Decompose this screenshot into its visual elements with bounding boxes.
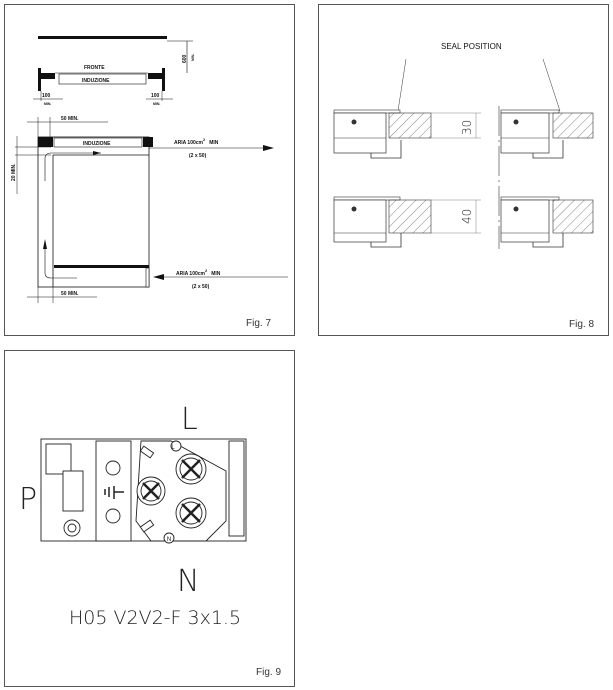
dim-600-min: MIN. (191, 54, 195, 61)
dim-20: 20 MIN. (11, 163, 17, 181)
fig-8-caption: Fig. 8 (569, 319, 594, 330)
figure-7-ventilation-diagram: 600 MIN. FRONTE INDUZIONE 100 MIN. 100 M… (4, 4, 295, 336)
aria-out-label: ARIA 100cm2MIN (174, 137, 219, 146)
svg-text:MIN.: MIN. (153, 102, 160, 106)
terminal-l-mark: L (171, 445, 175, 451)
figure-8-seal-position: SEAL POSITION 30 40 (318, 4, 609, 336)
dim-600: 600 (182, 54, 188, 63)
svg-text:(2 x 50): (2 x 50) (189, 153, 207, 159)
seal-position-label: SEAL POSITION (441, 42, 502, 51)
seal-drawing: SEAL POSITION 30 40 (333, 42, 594, 330)
figure-9-terminal-block: L PE N H05 V2V2-F 3x1.5 L N Fig. 9 (4, 350, 295, 687)
aria-in-label: ARIA 100cm2MIN (176, 268, 221, 277)
terminal-block (40, 438, 247, 544)
svg-text:MIN.: MIN. (44, 102, 51, 106)
dim-50-top: 50 MIN. (61, 116, 79, 122)
fig-7-caption: Fig. 7 (246, 318, 271, 329)
dim-30: 30 (460, 120, 474, 135)
dim-40: 40 (460, 209, 474, 224)
ground-symbol-icon (104, 486, 124, 499)
fig-9-caption: Fig. 9 (256, 667, 281, 678)
live-label: L (181, 402, 198, 437)
cable-spec: H05 V2V2-F 3x1.5 (69, 607, 241, 629)
section-30-left: 30 (333, 109, 481, 159)
induzione-top-label: INDUZIONE (82, 78, 110, 84)
terminal-block-drawing: L PE N H05 V2V2-F 3x1.5 L N Fig. 9 (19, 402, 281, 678)
dim-50-bottom: 50 MIN. (61, 291, 79, 297)
svg-text:(2 x 50): (2 x 50) (192, 284, 210, 290)
dim-100-left: 100 (42, 93, 51, 99)
terminal-n-mark: N (167, 537, 171, 543)
section-30-right (500, 109, 594, 159)
neutral-label: N (177, 564, 199, 599)
induzione-side-label: INDUZIONE (83, 141, 111, 147)
section-40-right (500, 196, 594, 248)
ventilation-drawing: 600 MIN. FRONTE INDUZIONE 100 MIN. 100 M… (11, 36, 288, 329)
dim-100-right: 100 (151, 93, 160, 99)
fronte-label: FRONTE (84, 65, 105, 71)
section-40-left: 40 (333, 196, 481, 248)
